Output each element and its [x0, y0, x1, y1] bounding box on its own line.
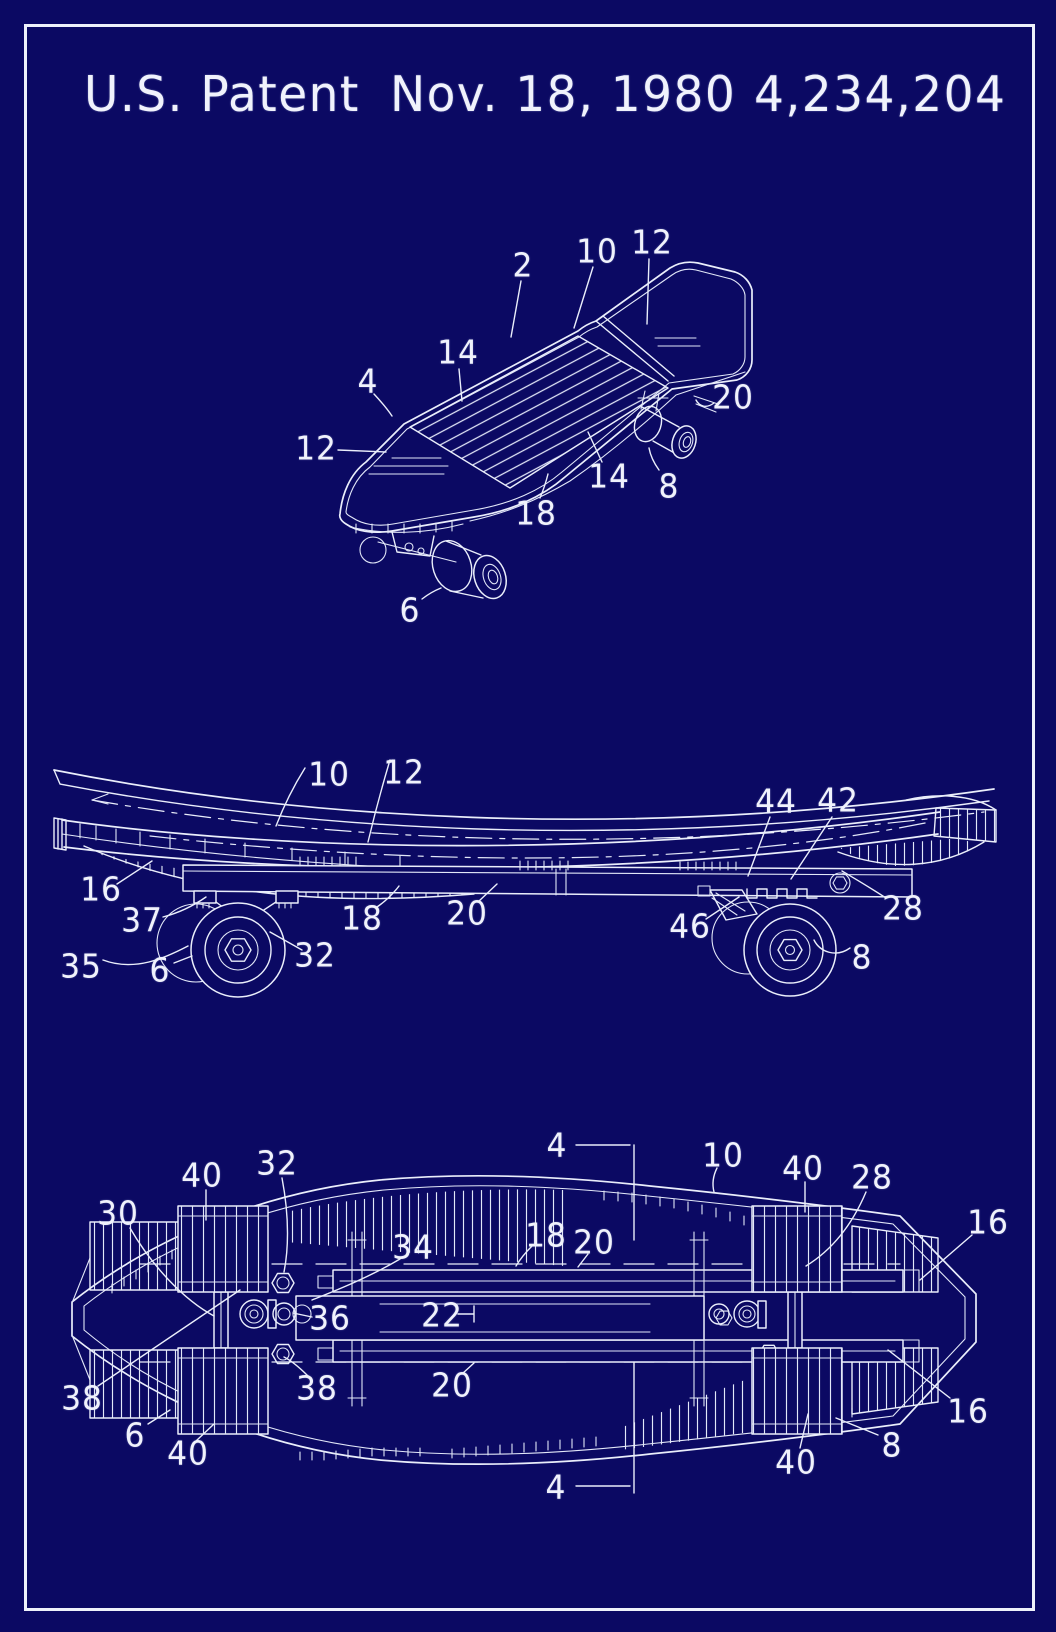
patent-number: 4,234,204: [754, 66, 1007, 123]
patent-date: Nov. 18, 1980: [390, 66, 737, 123]
patent-publication-title: U.S. Patent: [84, 66, 360, 123]
figure-bottom-view-art: [71, 1144, 977, 1494]
figure-side-view-art: [53, 759, 997, 998]
figure-perspective-view-art: [337, 258, 753, 600]
